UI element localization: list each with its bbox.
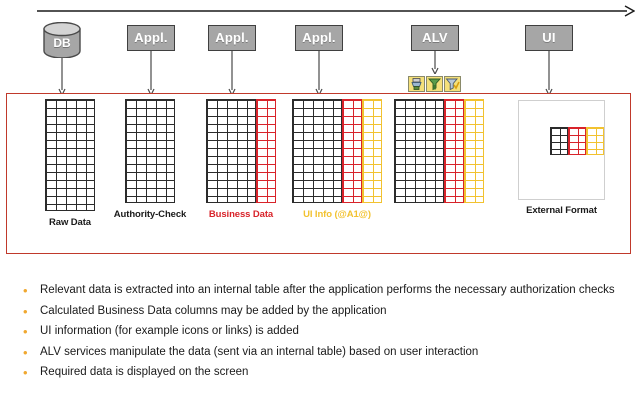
internal-table-pipeline-container: Raw Data Authority-Check Business Data UI I…: [6, 93, 631, 254]
table-ui-info-segment-yellow: [362, 99, 382, 203]
node-appl2: Appl.: [208, 25, 256, 51]
connector-arrow-appl3: [314, 51, 324, 97]
connector-arrow-db: [57, 58, 67, 97]
node-appl1: Appl.: [127, 25, 175, 51]
bullet-dot-icon: •: [23, 303, 28, 319]
bullet-item: • Relevant data is extracted into an inte…: [18, 283, 622, 299]
table-alv-table-segment-red: [444, 99, 464, 203]
process-flow-arrow: [37, 5, 635, 17]
bullet-dot-icon: •: [23, 344, 28, 360]
alv-services-toolbar[interactable]: [408, 76, 461, 92]
node-ui: UI: [525, 25, 573, 51]
table-authority-check-segment-black: [125, 99, 175, 203]
node-appl3: Appl.: [295, 25, 343, 51]
table-alv-table-segment-black: [394, 99, 444, 203]
connector-arrow-alv: [430, 51, 440, 76]
table-ui-info-label: UI Info (@A1@): [303, 209, 371, 220]
table-ui-info-segment-black: [292, 99, 342, 203]
table-raw-data-label: Raw Data: [49, 217, 91, 228]
bullet-item: • ALV services manipulate the data (sent …: [18, 345, 622, 361]
bullet-text: Relevant data is extracted into an inter…: [40, 284, 615, 296]
table-business-data-segment-red: [256, 99, 276, 203]
external-format-label: External Format: [526, 205, 597, 216]
bullet-text: Required data is displayed on the screen: [40, 366, 249, 378]
external-format-mini-segment-black: [550, 127, 568, 155]
bullet-dot-icon: •: [23, 324, 28, 339]
table-authority-check-label: Authority-Check: [113, 209, 187, 220]
sort-icon[interactable]: [408, 76, 425, 92]
table-business-data-segment-black: [206, 99, 256, 203]
table-raw-data-segment-black: [45, 99, 95, 211]
node-db-cylinder: [42, 21, 82, 59]
filter-icon[interactable]: [426, 76, 443, 92]
description-bullet-list: • Relevant data is extracted into an inte…: [18, 283, 622, 386]
bullet-item: • UI information (for example icons or li…: [18, 324, 622, 340]
table-alv-table-segment-yellow: [464, 99, 484, 203]
bullet-dot-icon: •: [23, 365, 28, 380]
node-db-label: DB: [53, 36, 71, 50]
bullet-text: Calculated Business Data columns may be …: [40, 304, 387, 317]
node-alv: ALV: [411, 25, 459, 51]
bullet-item: • Calculated Business Data columns may be…: [18, 304, 622, 320]
external-format-mini-segment-red: [568, 127, 586, 155]
connector-arrow-appl2: [227, 51, 237, 97]
bullet-text: UI information (for example icons or lin…: [40, 325, 299, 337]
table-ui-info-segment-red: [342, 99, 362, 203]
bullet-dot-icon: •: [23, 283, 28, 298]
bullet-text: ALV services manipulate the data (sent v…: [40, 345, 479, 358]
bullet-item: • Required data is displayed on the scree…: [18, 365, 622, 381]
connector-arrow-ui: [544, 51, 554, 97]
table-business-data-label: Business Data: [208, 209, 274, 220]
filter-apply-icon[interactable]: [444, 76, 461, 92]
connector-arrow-appl1: [146, 51, 156, 97]
external-format-mini-segment-yellow: [586, 127, 604, 155]
